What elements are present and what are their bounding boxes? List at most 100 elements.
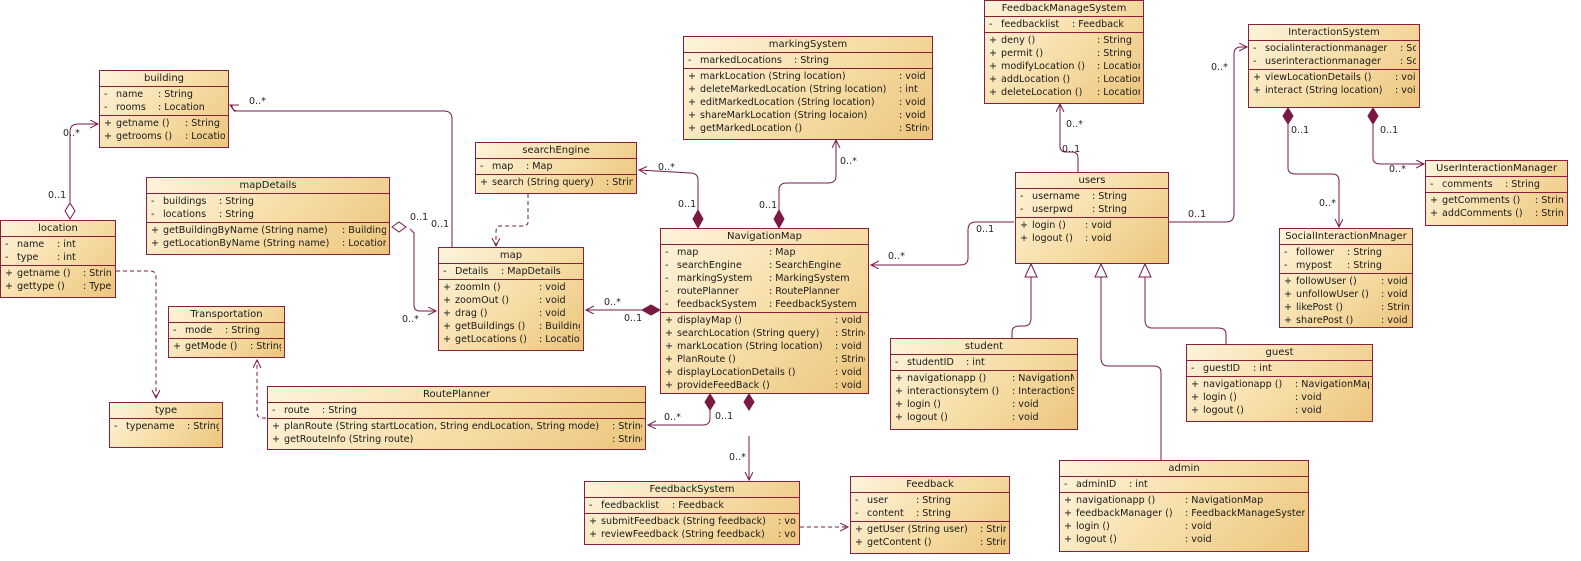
attribute-row: -name: int	[5, 238, 112, 251]
operation-row: +editMarkedLocation (String location): v…	[688, 96, 929, 109]
class-name: map	[439, 248, 583, 264]
multiplicity-label: 0..*	[604, 297, 621, 308]
class-building[interactable]: building-name: String-rooms: Location+ge…	[99, 70, 229, 148]
member-name: searchLocation (String query)	[677, 328, 820, 339]
member-name: guestID	[1203, 363, 1241, 374]
member-type: : void	[1381, 276, 1408, 287]
member-name: getComments ()	[1442, 195, 1521, 206]
member-type: : String	[835, 328, 865, 339]
operation-row: +viewLocationDetails (): void	[1253, 71, 1416, 84]
attribute-row: -follower: String	[1284, 246, 1409, 259]
operation-row: +getBuildingByName (String name): Buildi…	[151, 224, 386, 237]
operation-row: +login (): void	[1020, 219, 1165, 232]
visibility-symbol: +	[272, 421, 281, 432]
class-name: Feedback	[851, 477, 1009, 493]
class-type[interactable]: type-typename: String	[109, 402, 223, 448]
member-type: : void	[835, 380, 862, 391]
class-name: SocialInteractionMnager	[1280, 229, 1412, 245]
assoc-interaction-userinter	[1372, 124, 1424, 164]
attributes-section: -guestID: int	[1187, 361, 1372, 377]
operation-row: +markLocation (String location): void	[688, 70, 929, 83]
member-name: planRoute (String startLocation, String …	[284, 421, 600, 432]
attribute-row: -rooms: Location	[104, 101, 225, 114]
member-name: socialinteractionmanager	[1265, 43, 1388, 54]
class-location[interactable]: location-name: int-type: int+getname ():…	[0, 220, 116, 298]
visibility-symbol: +	[895, 386, 904, 397]
visibility-symbol: +	[5, 268, 14, 279]
member-name: studentID	[907, 357, 954, 368]
attribute-row: -content: String	[855, 507, 1006, 520]
member-type: : void	[835, 341, 862, 352]
visibility-symbol: +	[1430, 195, 1439, 206]
visibility-symbol: +	[151, 225, 160, 236]
attribute-row: -typename: String	[114, 420, 219, 433]
operation-row: +getname (): String	[5, 267, 112, 280]
class-mapdetails[interactable]: mapDetails-buildings: String-locations: …	[146, 177, 390, 255]
member-type: : SearchEngine	[769, 260, 842, 271]
member-type: : void	[539, 308, 566, 319]
member-name: Details	[455, 266, 489, 277]
member-type: : String	[1381, 302, 1409, 313]
member-type: : Feedback	[672, 500, 724, 511]
member-name: addComments ()	[1442, 208, 1523, 219]
operations-section: +deny (): String+permit (): String+modif…	[985, 33, 1143, 100]
attribute-row: -buildings: String	[151, 195, 386, 208]
composition-diamond	[1282, 107, 1294, 125]
attributes-section: -adminID: int	[1060, 477, 1308, 493]
visibility-symbol: -	[1430, 179, 1434, 190]
visibility-symbol: +	[665, 380, 674, 391]
operations-section: +search (String query): String	[476, 175, 636, 190]
class-users[interactable]: users-username: String-userpwd: String+l…	[1015, 172, 1169, 264]
assoc-location-building	[69, 124, 98, 202]
class-map[interactable]: map-Details: MapDetails+zoomIn (): void+…	[438, 247, 584, 351]
operation-row: +planRoute (String startLocation, String…	[272, 420, 642, 433]
member-type: : String	[1535, 195, 1564, 206]
class-socialinteractionmnager[interactable]: SocialInteractionMnager-follower: String…	[1279, 228, 1413, 328]
class-userinteractionmanager[interactable]: UserInteractionManager-comments: String+…	[1425, 160, 1568, 226]
assoc-interaction-social	[1287, 124, 1339, 227]
member-name: locations	[163, 209, 207, 220]
class-routeplanner[interactable]: RoutePlanner-route: String+planRoute (St…	[267, 386, 646, 450]
member-name: map	[492, 161, 514, 172]
class-navigationmap[interactable]: NavigationMap-map: Map-searchEngine: Sea…	[660, 228, 869, 394]
operation-row: +followUser () : void	[1284, 275, 1409, 288]
class-feedback[interactable]: Feedback-user: String-content: String+ge…	[850, 476, 1010, 554]
class-guest[interactable]: guest-guestID: int+navigationapp (): Nav…	[1186, 344, 1373, 422]
class-transportation[interactable]: Transportation-mode: String+getMode (): …	[168, 306, 285, 358]
member-name: followUser ()	[1296, 276, 1357, 287]
member-name: mypost	[1296, 260, 1332, 271]
visibility-symbol: -	[989, 19, 993, 30]
multiplicity-label: 0..*	[658, 162, 675, 173]
class-student[interactable]: student-studentID: int+navigationapp ():…	[890, 338, 1078, 430]
member-name: modifyLocation ()	[1001, 61, 1085, 72]
class-admin[interactable]: admin-adminID: int+navigationapp (): Nav…	[1059, 460, 1309, 552]
member-type: : void	[1185, 534, 1212, 545]
operations-section: +getComments (): String+addComments (): …	[1426, 193, 1567, 221]
class-feedbacksystem[interactable]: FeedbackSystem-feedbacklist: Feedback+su…	[584, 481, 800, 545]
member-name: typename	[126, 421, 175, 432]
member-name: login ()	[1203, 392, 1237, 403]
member-type: : void	[778, 529, 796, 540]
member-type: : String	[1097, 35, 1132, 46]
composition-diamond	[1367, 107, 1379, 125]
operations-section: +navigationapp (): NavigationMap+interac…	[891, 371, 1077, 425]
attributes-section: -name: int-type: int	[1, 237, 115, 266]
multiplicity-label: 0..*	[664, 412, 681, 423]
class-searchengine[interactable]: searchEngine-map: Map+search (String que…	[475, 142, 637, 194]
operations-section: +getUser (String user): String+getConten…	[851, 522, 1009, 550]
assoc-nav-search	[639, 170, 699, 214]
visibility-symbol: -	[1064, 479, 1068, 490]
class-feedbackmanagesystem[interactable]: FeedbackManageSystem-feedbacklist: Feedb…	[984, 0, 1144, 104]
member-type: : Type	[83, 281, 112, 292]
member-type: : void	[1085, 233, 1112, 244]
member-name: route	[284, 405, 310, 416]
class-interactionsystem[interactable]: InteractionSystem-socialinteractionmanag…	[1248, 24, 1420, 108]
member-name: navigationapp ()	[1203, 379, 1283, 390]
visibility-symbol: +	[1284, 276, 1293, 287]
member-name: zoomIn ()	[455, 282, 501, 293]
member-type: : Map	[769, 247, 796, 258]
class-markingsystem[interactable]: markingSystem-markedLocations: String+ma…	[683, 36, 933, 140]
visibility-symbol: -	[5, 252, 9, 263]
class-name: users	[1016, 173, 1168, 189]
